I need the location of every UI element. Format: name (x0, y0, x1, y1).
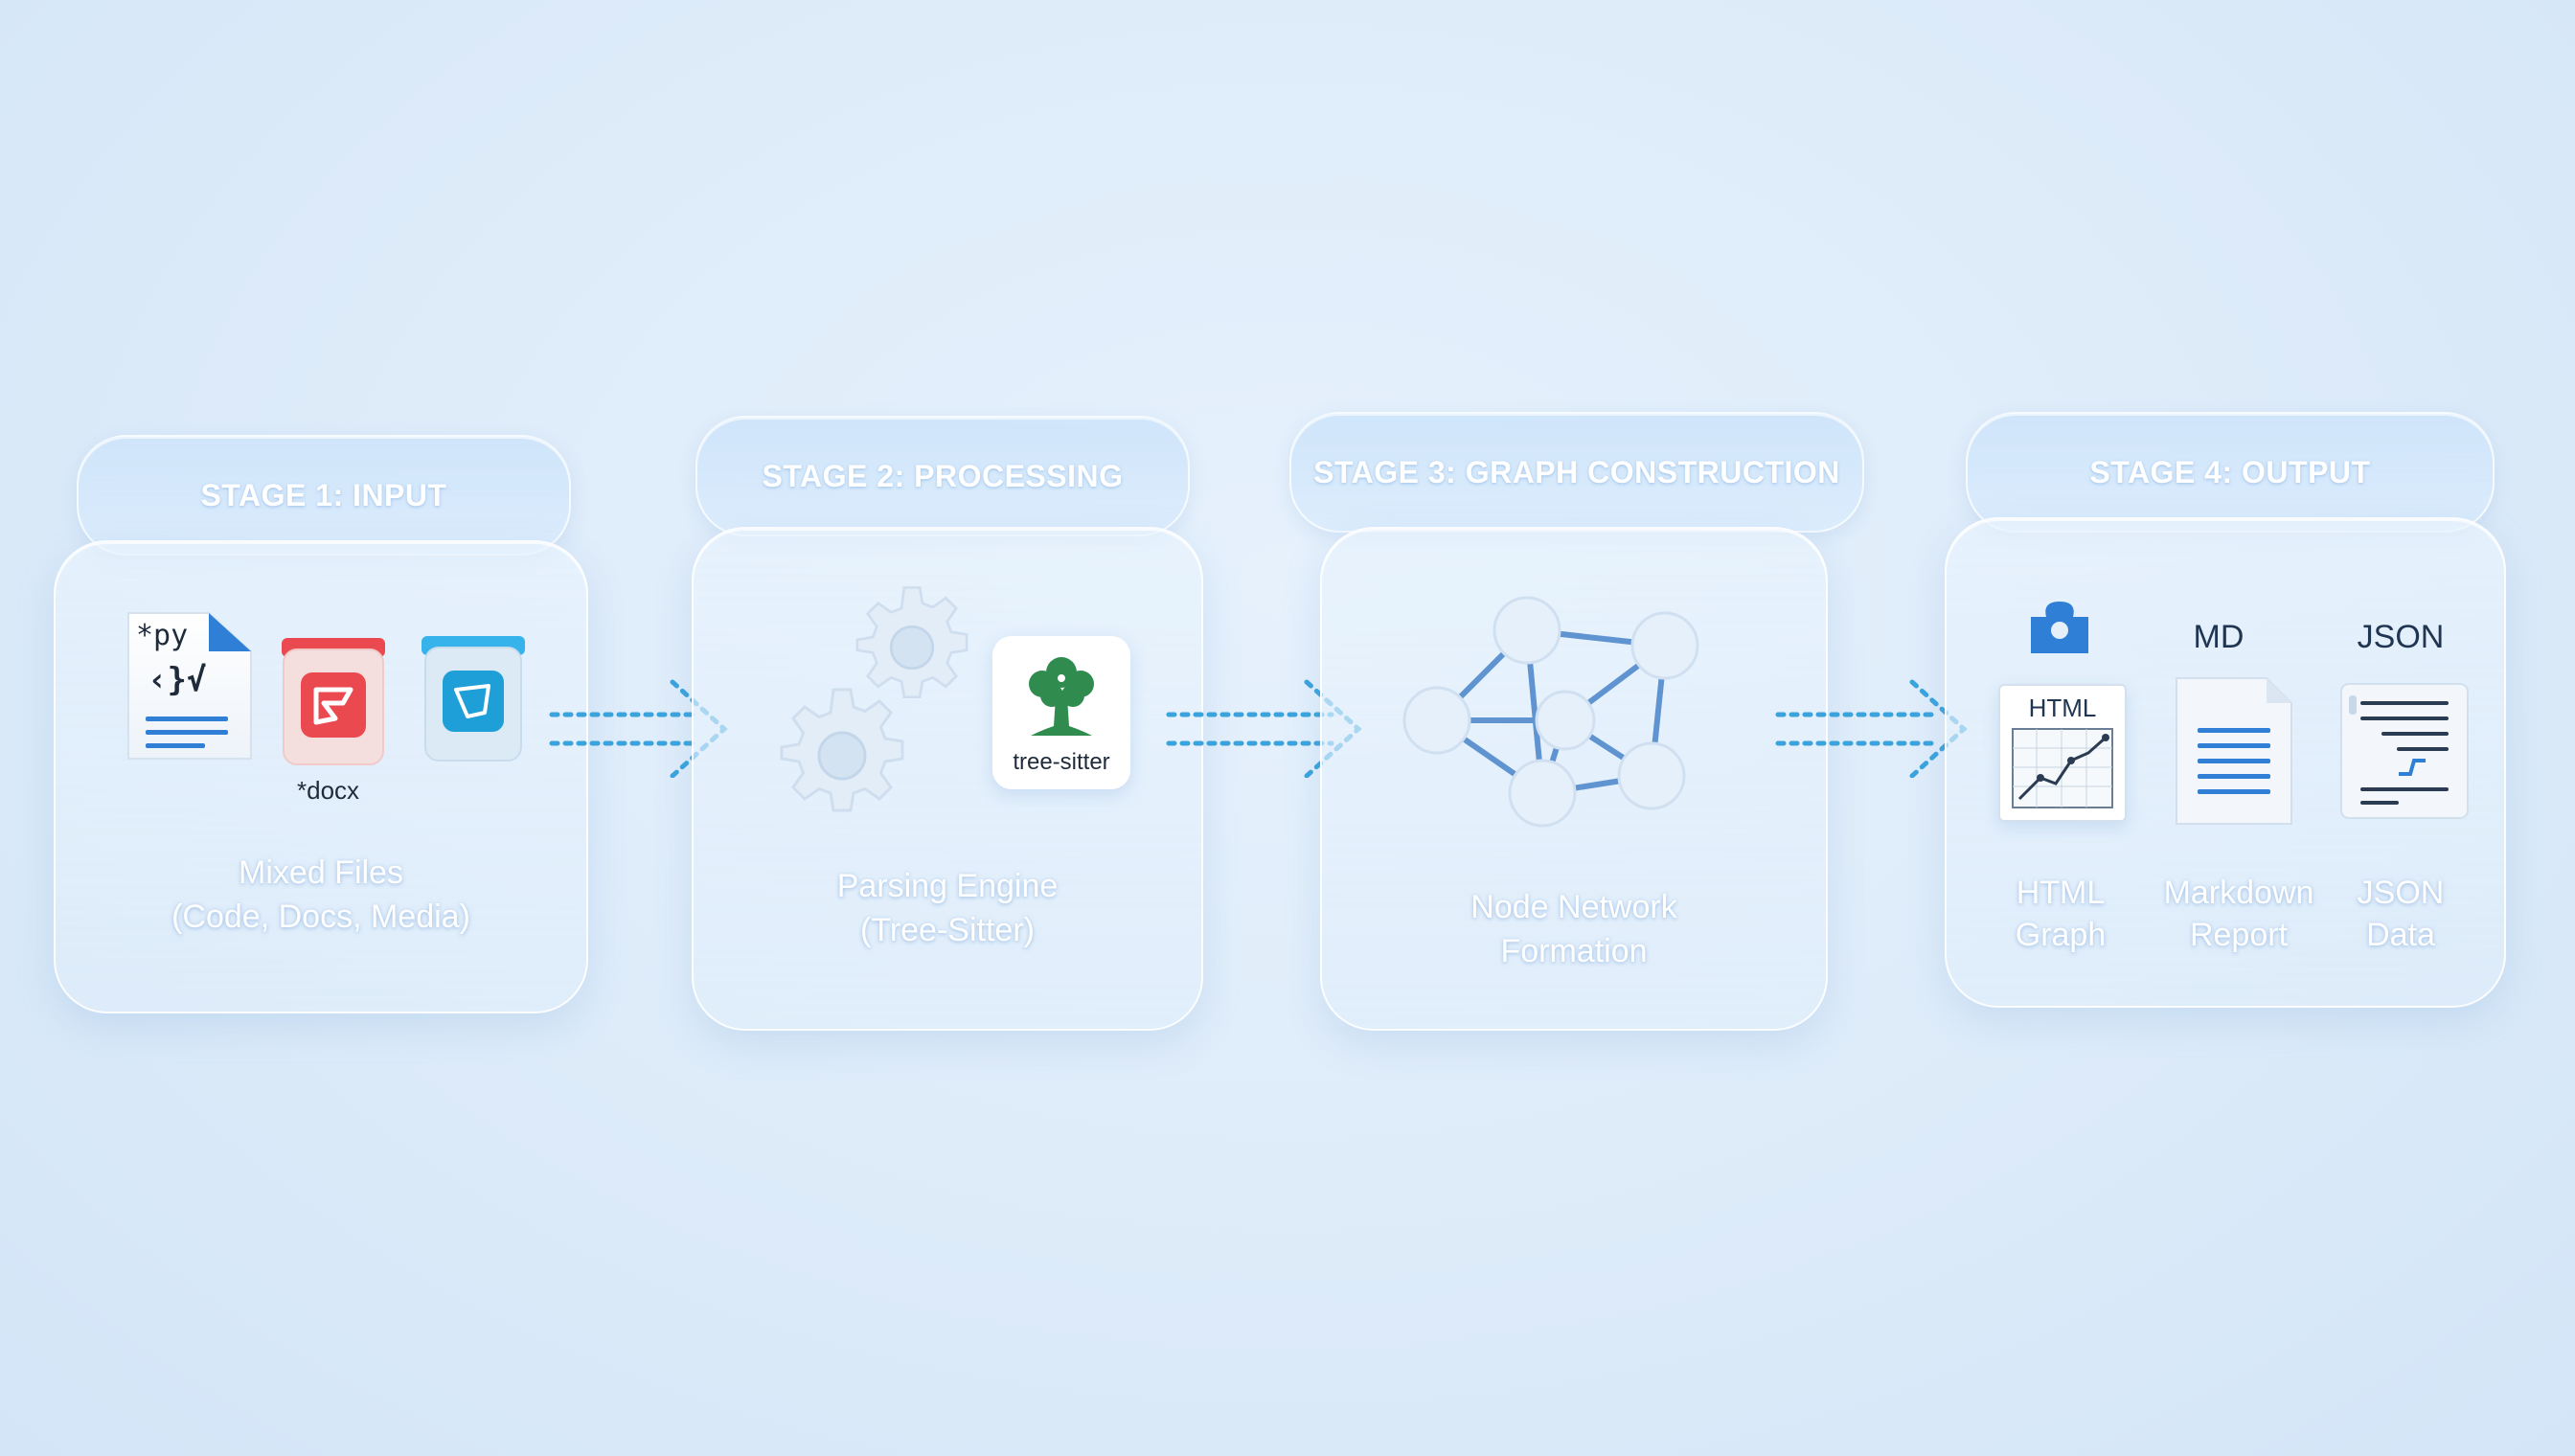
json-output-caption: JSON Data (2357, 875, 2445, 953)
tree-icon (1029, 657, 1094, 736)
line-chart-glyph (2012, 728, 2113, 808)
stage-1-card: *py ‹}√ *docx Mixed Files (Code, Docs, M… (54, 540, 588, 1013)
stage-2-caption: Parsing Engine (Tree-Sitter) (836, 868, 1059, 948)
tree-sitter-logo: tree-sitter (992, 636, 1130, 789)
puzzle-icon (2031, 602, 2088, 653)
stage-3-title: STAGE 3: GRAPH CONSTRUCTION (1313, 454, 1840, 489)
python-file-icon (127, 612, 252, 760)
stage-3-card: Node Network Formation (1320, 527, 1828, 1031)
stage-2-tab: STAGE 2: PROCESSING (695, 416, 1190, 536)
stage-4-tab: STAGE 4: OUTPUT (1966, 412, 2495, 533)
network-graph-icon (1402, 596, 1699, 828)
blue-file-icon (422, 636, 525, 762)
tree-sitter-label: tree-sitter (1013, 749, 1110, 775)
docx-file-label: *docx (297, 776, 360, 805)
py-file-label: *py (136, 619, 189, 652)
stage-1-title: STAGE 1: INPUT (200, 477, 447, 512)
stage-2-card: tree-sitter Parsing Engine (Tree-Sitter) (692, 527, 1203, 1031)
stage-1-tab: STAGE 1: INPUT (77, 435, 571, 556)
stage-3-caption: Node Network Formation (1470, 889, 1677, 969)
stage-2-title: STAGE 2: PROCESSING (762, 458, 1124, 493)
html-output-caption: HTML Graph (2015, 875, 2107, 953)
md-output-caption: Markdown Report (2163, 875, 2314, 953)
red-file-icon (282, 638, 385, 765)
md-label: MD (2193, 619, 2245, 655)
stage-3-tab: STAGE 3: GRAPH CONSTRUCTION (1289, 412, 1864, 533)
json-doc-icon (2340, 683, 2469, 819)
code-glyph: ‹}√ (148, 661, 207, 699)
stage-4-card: HTML HTML Graph MD (1945, 517, 2506, 1008)
stage-1-caption: Mixed Files (Code, Docs, Media) (171, 854, 470, 935)
gear-icon (855, 586, 968, 699)
gear-icon-large (780, 688, 904, 812)
markdown-doc-icon (2176, 677, 2292, 825)
json-label: JSON (2357, 619, 2445, 655)
stage-4-title: STAGE 4: OUTPUT (2089, 454, 2371, 489)
html-badge: HTML (2028, 694, 2097, 722)
html-chart-icon: HTML (1998, 684, 2127, 822)
